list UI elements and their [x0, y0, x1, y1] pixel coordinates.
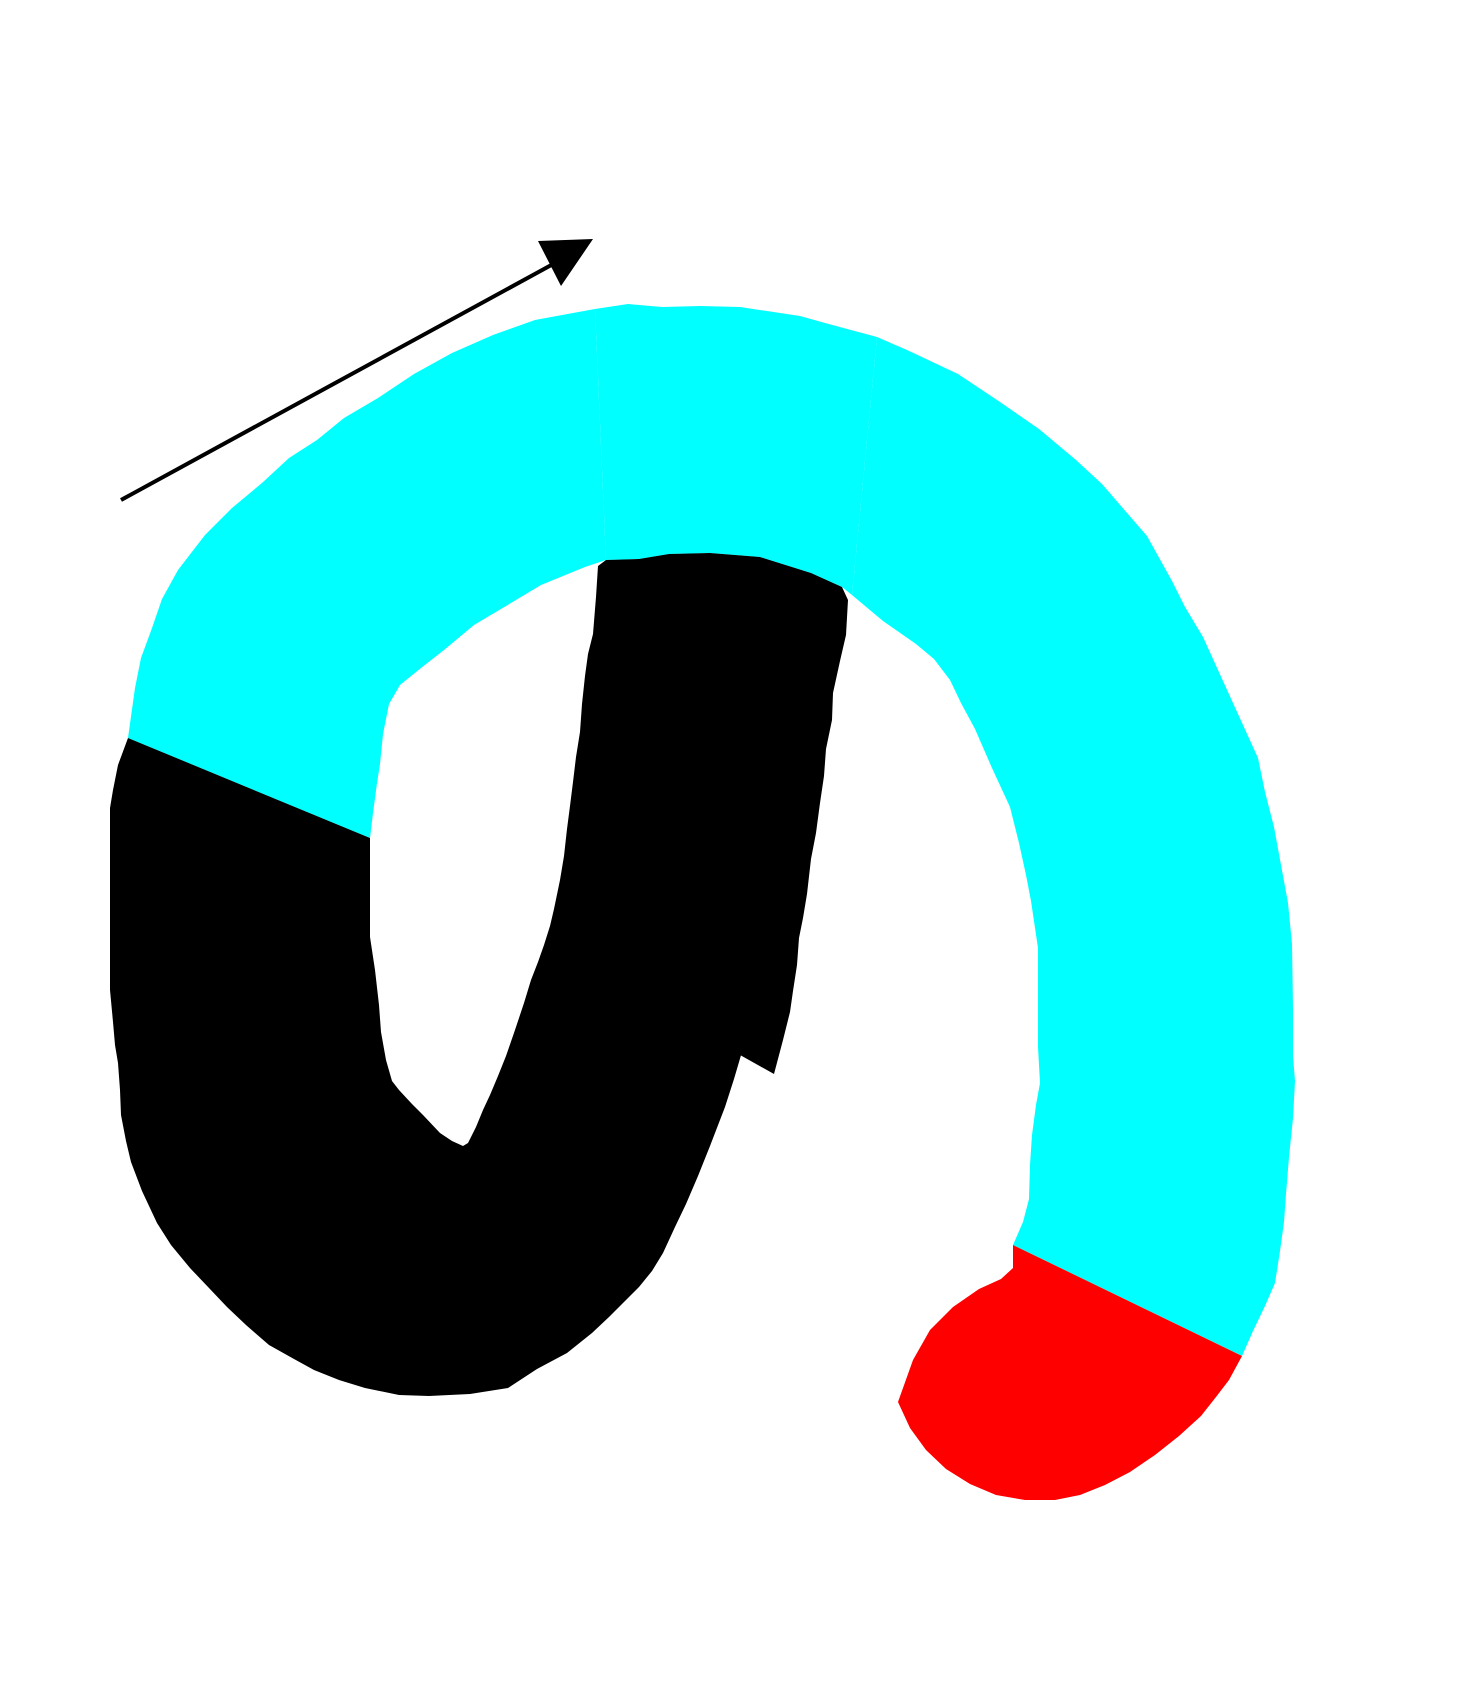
direction-arrow-shaft [120, 261, 556, 502]
arch-left-segment [128, 309, 606, 838]
direction-arrow-head [538, 239, 593, 286]
tail-segment [110, 738, 774, 1396]
arch-right-segment [852, 337, 1295, 1356]
arch-group [128, 304, 1295, 1356]
end-cap-segment [898, 1245, 1242, 1500]
inner-stem-segment [544, 553, 848, 1074]
arch-top-segment [595, 304, 877, 595]
direction-arrow [120, 239, 593, 502]
